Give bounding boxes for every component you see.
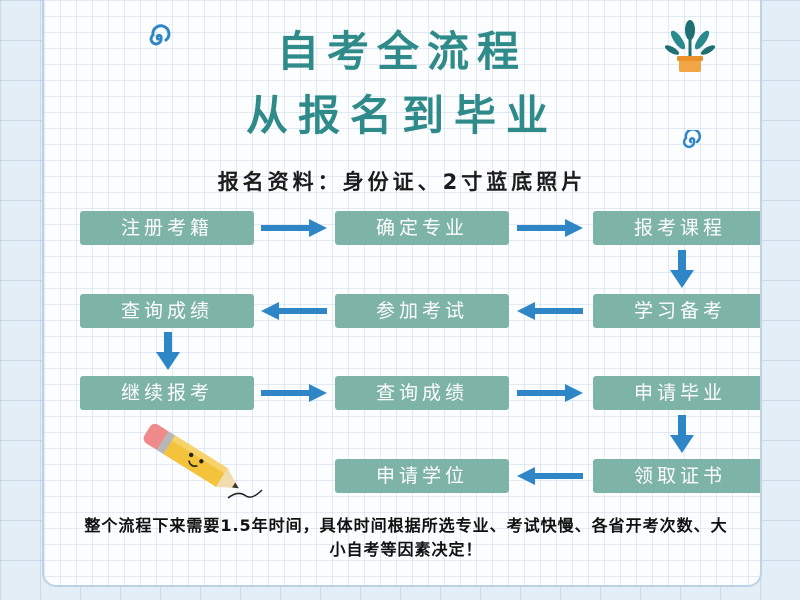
arrow-down-icon [670,250,694,288]
step-continue-apply: 继续报考 [80,376,254,410]
swirl-icon [682,130,702,149]
required-materials: 报名资料：身份证、2寸蓝底照片 [217,170,587,194]
arrow-right-icon [517,219,583,237]
arrow-left-icon [517,302,583,320]
arrow-right-icon [261,219,327,237]
arrow-down-icon [156,332,180,370]
step-apply-degree: 申请学位 [335,459,509,493]
step-apply-courses: 报考课程 [593,211,760,245]
step-take-exam: 参加考试 [335,294,509,328]
arrow-down-icon [670,415,694,453]
arrow-left-icon [261,302,327,320]
arrow-right-icon [517,384,583,402]
arrow-left-icon [517,467,583,485]
step-apply-graduation: 申请毕业 [593,376,760,410]
plant-icon [664,20,716,72]
step-check-score-2: 查询成绩 [335,376,509,410]
pencil-icon [143,423,263,499]
step-get-certificate: 领取证书 [593,459,760,493]
page-subtitle: 从报名到毕业 [245,91,558,140]
step-choose-major: 确定专业 [335,211,509,245]
step-study: 学习备考 [593,294,760,328]
step-register: 注册考籍 [80,211,254,245]
step-check-score-1: 查询成绩 [80,294,254,328]
flowchart-card: 自考全流程 从报名到毕业 报名资料：身份证、2寸蓝底照片 注册考籍 确定专业 报… [42,0,762,587]
arrow-right-icon [261,384,327,402]
page-title: 自考全流程 [276,27,527,76]
swirl-icon [149,24,171,46]
footer-note: 整个流程下来需要1.5年时间，具体时间根据所选专业、考试快慢、各省开考次数、大小… [84,516,728,559]
